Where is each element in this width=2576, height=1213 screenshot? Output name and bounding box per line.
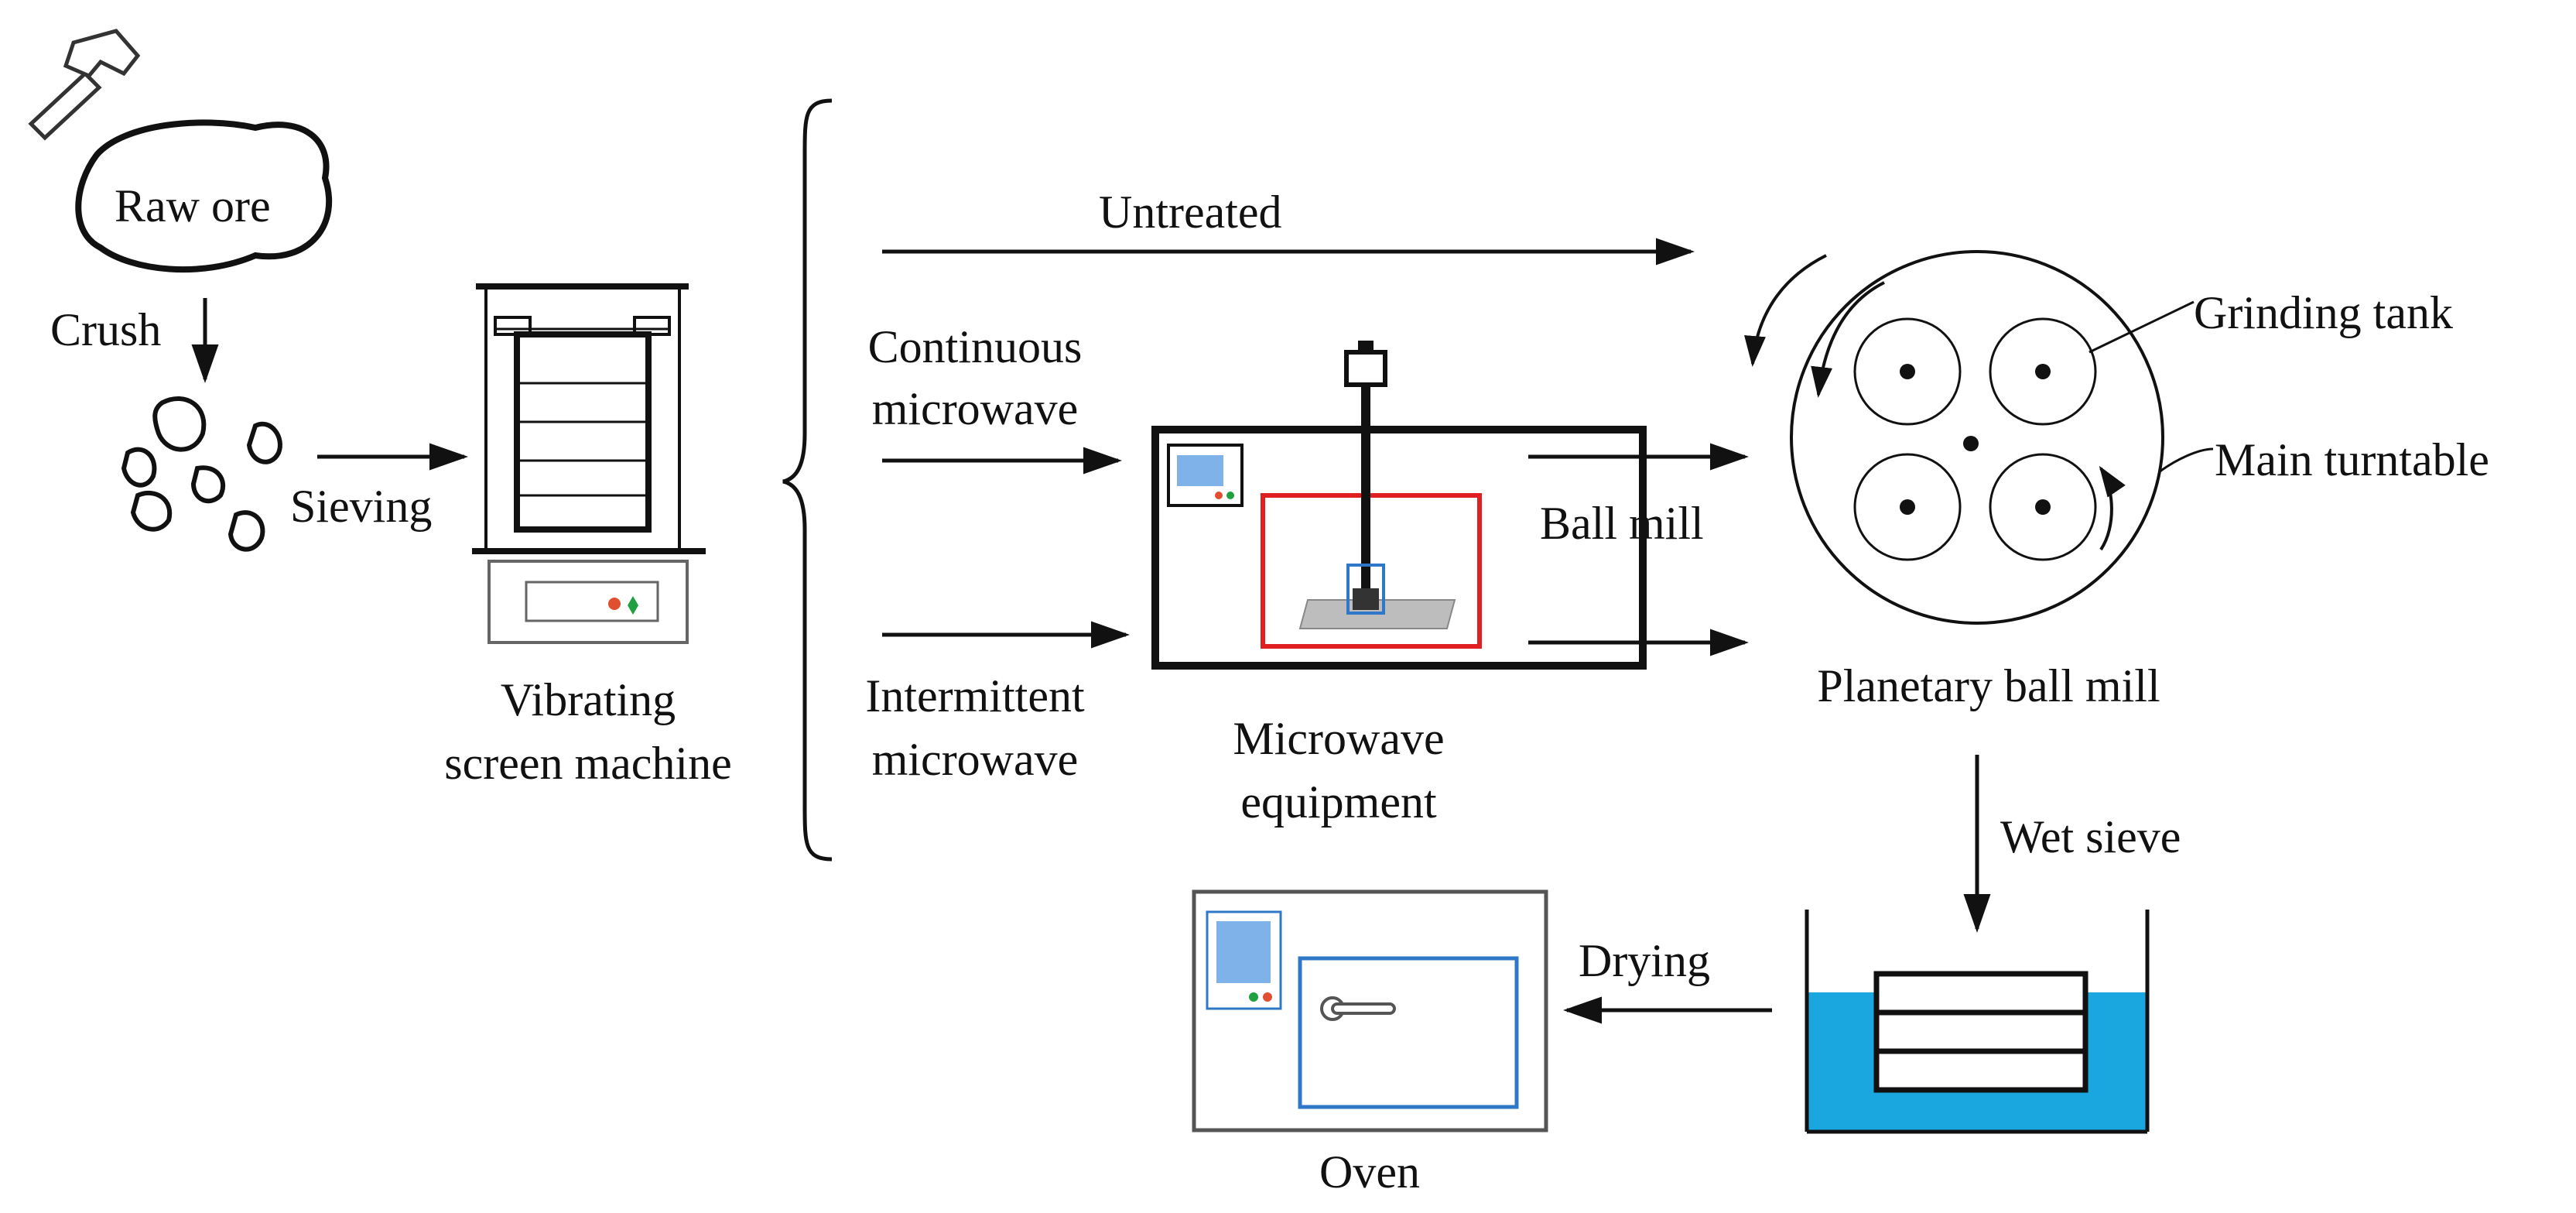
label-wet-sieve: Wet sieve: [2000, 811, 2181, 862]
label-planetary-ball-mill: Planetary ball mill: [1817, 660, 2160, 711]
label-grinding-tank: Grinding tank: [2194, 287, 2453, 338]
label-sieving: Sieving: [290, 481, 433, 532]
label-continuous-1: Continuous: [867, 321, 1083, 372]
label-oven: Oven: [1319, 1146, 1420, 1198]
ore-particles-icon: [121, 396, 282, 552]
label-drying: Drying: [1579, 935, 1710, 986]
branch-brace: [782, 98, 833, 862]
label-main-turntable: Main turntable: [2215, 434, 2489, 485]
label-crush: Crush: [50, 304, 162, 355]
label-intermittent-2: microwave: [871, 734, 1079, 785]
label-continuous-2: microwave: [871, 383, 1079, 434]
label-microwave-equipment-2: equipment: [1240, 776, 1437, 828]
hammer-icon: [28, 29, 141, 141]
label-ball-mill: Ball mill: [1540, 498, 1704, 549]
label-microwave-equipment-1: Microwave: [1233, 713, 1445, 764]
label-intermittent-1: Intermittent: [865, 670, 1085, 721]
label-vibrating-screen-2: screen machine: [444, 738, 732, 789]
planetary-ball-mill-icon: [1744, 250, 2214, 625]
label-untreated: Untreated: [1099, 187, 1282, 238]
microwave-equipment-icon: [1151, 341, 1647, 670]
wet-sieve-tank-icon: [1805, 910, 2150, 1134]
sieve-machine-icon: [472, 283, 706, 644]
label-vibrating-screen-1: Vibrating: [500, 674, 676, 725]
label-raw-ore: Raw ore: [115, 180, 271, 231]
raw-ore-shape: [75, 119, 333, 273]
oven-icon: [1192, 889, 1548, 1132]
